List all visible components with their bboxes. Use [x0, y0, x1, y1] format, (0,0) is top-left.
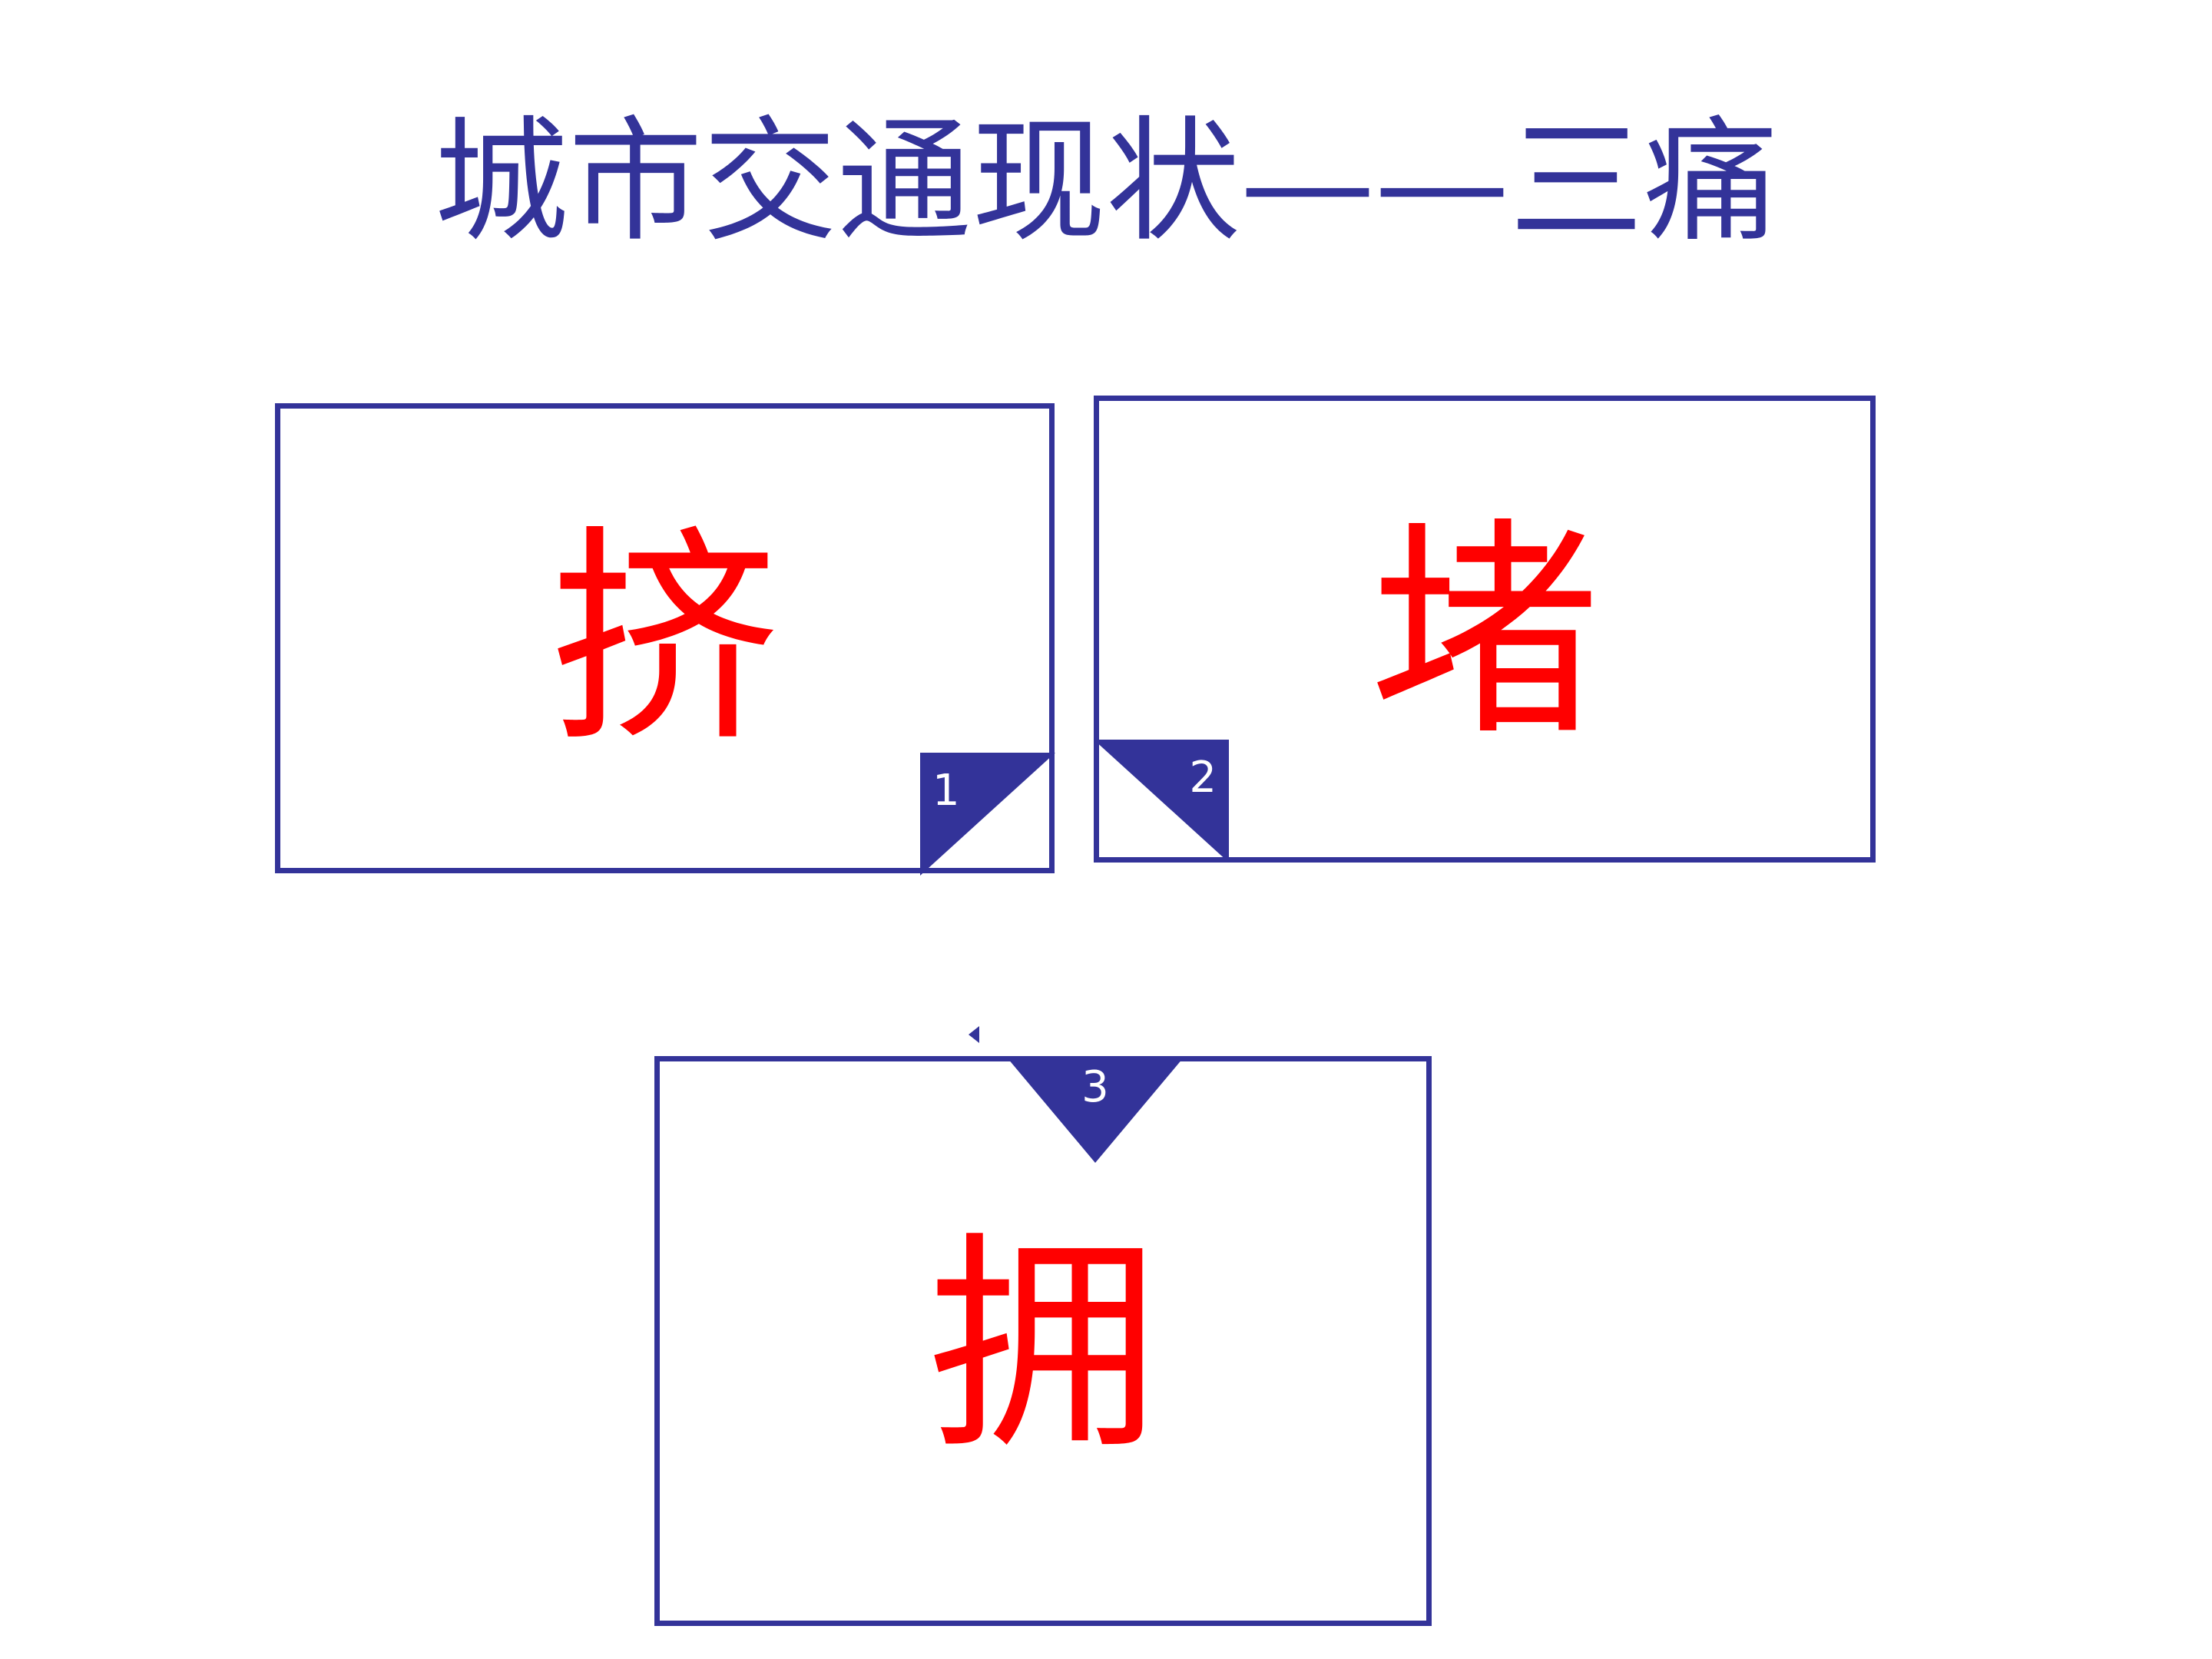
- corner-marker-1[interactable]: 1: [920, 753, 1055, 876]
- stray-triangle-icon: [969, 1026, 979, 1043]
- corner-marker-2-label: 2: [1189, 753, 1217, 803]
- page-title: 城市交通现状——三痛: [434, 104, 1778, 260]
- word-box-3[interactable]: 拥: [654, 1056, 1432, 1626]
- corner-marker-3[interactable]: 3: [1008, 1058, 1183, 1163]
- corner-marker-2[interactable]: 2: [1094, 740, 1229, 863]
- corner-marker-1-label: 1: [932, 766, 960, 816]
- corner-marker-3-label: 3: [1081, 1062, 1109, 1112]
- word-glyph-1: 挤: [549, 506, 780, 774]
- word-glyph-3: 拥: [928, 1213, 1158, 1481]
- word-box-1[interactable]: 挤: [275, 403, 1055, 873]
- word-glyph-2: 堵: [1369, 498, 1600, 767]
